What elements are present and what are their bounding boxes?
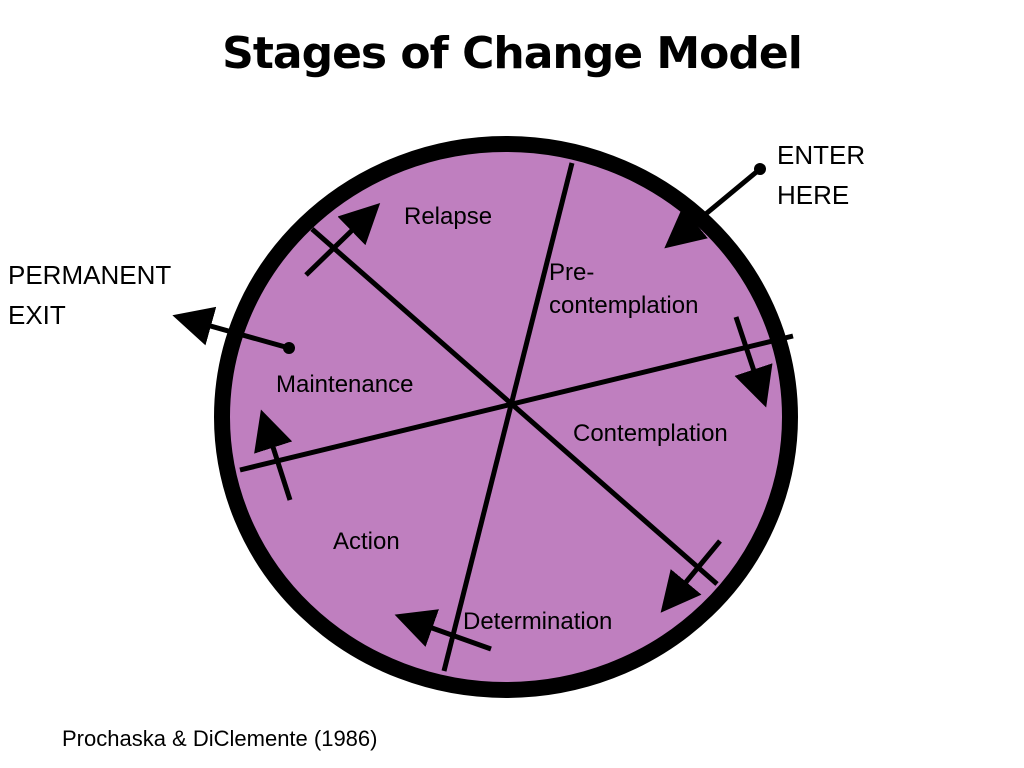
exit-label-line1: PERMANENT	[8, 260, 172, 290]
stage-label-maintenance: Maintenance	[276, 371, 413, 398]
enter-label-line1: ENTER	[777, 140, 866, 170]
stage-label-precontemplation-line2: contemplation	[549, 292, 698, 319]
stage-label-determination: Determination	[463, 608, 612, 635]
citation: Prochaska & DiClemente (1986)	[62, 726, 378, 751]
stage-label-relapse: Relapse	[404, 203, 492, 230]
enter-here-label: ENTER HERE	[777, 135, 865, 215]
exit-label-line2: EXIT	[8, 300, 66, 330]
stage-label-action: Action	[333, 528, 400, 555]
divider-precontemplation-contemplation	[239, 333, 794, 473]
enter-label-line2: HERE	[777, 180, 850, 210]
arrow-precontemplation-to-contemplation	[733, 316, 773, 408]
arrow-relapse-to-precontemplation	[304, 203, 381, 277]
page-title: Stages of Change Model	[222, 28, 803, 79]
enter-arrow	[664, 167, 762, 249]
arrow-determination-to-action	[394, 609, 492, 652]
divider-contemplation-determination	[310, 227, 719, 586]
arrow-contemplation-to-determination	[660, 539, 722, 613]
arrow-action-to-maintenance	[254, 409, 293, 501]
stage-label-precontemplation-line1: Pre-	[549, 259, 594, 286]
exit-arrow	[172, 306, 290, 351]
permanent-exit-label: PERMANENT EXIT	[8, 255, 171, 335]
divider-relapse-precontemplation	[441, 162, 575, 672]
stage-label-contemplation: Contemplation	[573, 420, 728, 447]
